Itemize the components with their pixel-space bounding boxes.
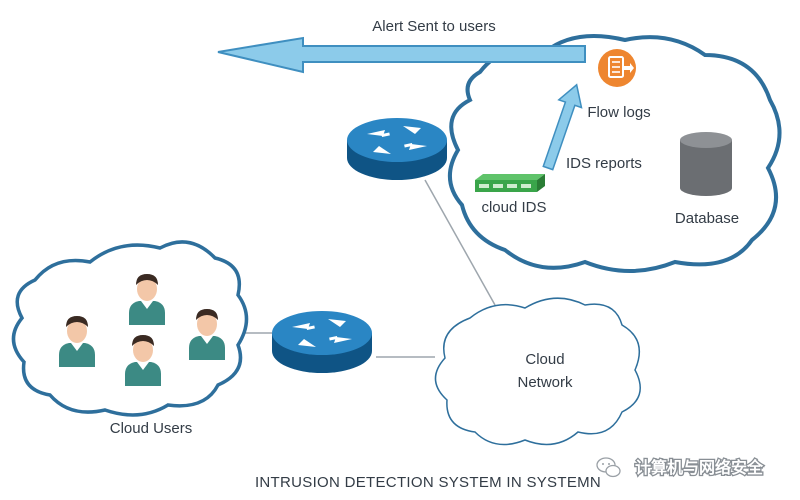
alert-label: Alert Sent to users	[372, 18, 495, 35]
flow-logs-label: Flow logs	[587, 104, 650, 121]
watermark-text: 计算机与网络安全	[635, 458, 764, 477]
alert-arrow	[217, 36, 586, 74]
wechat-icon	[596, 457, 621, 478]
log-document-icon	[598, 49, 636, 87]
cloud-network-label-line2: Network	[517, 374, 573, 391]
users-cloud	[11, 240, 249, 417]
database-icon	[680, 132, 732, 196]
network-appliance-icon	[475, 174, 545, 192]
router-icon	[272, 311, 372, 373]
database-label: Database	[675, 210, 739, 227]
router-icon	[347, 118, 447, 180]
watermark: 计算机与网络安全	[596, 457, 765, 478]
diagram-caption: INTRUSION DETECTION SYSTEM IN SYSTEMN	[255, 474, 601, 491]
cloud-network-label-line1: Cloud	[525, 351, 564, 368]
ids-reports-arrow	[542, 83, 583, 171]
ids-cloud	[448, 34, 782, 273]
network-cloud	[434, 297, 641, 446]
cloud-users-label: Cloud Users	[110, 420, 193, 437]
link-top-router-to-network	[424, 179, 496, 306]
ids-reports-label: IDS reports	[566, 155, 642, 172]
cloud-ids-label: cloud IDS	[481, 199, 546, 216]
